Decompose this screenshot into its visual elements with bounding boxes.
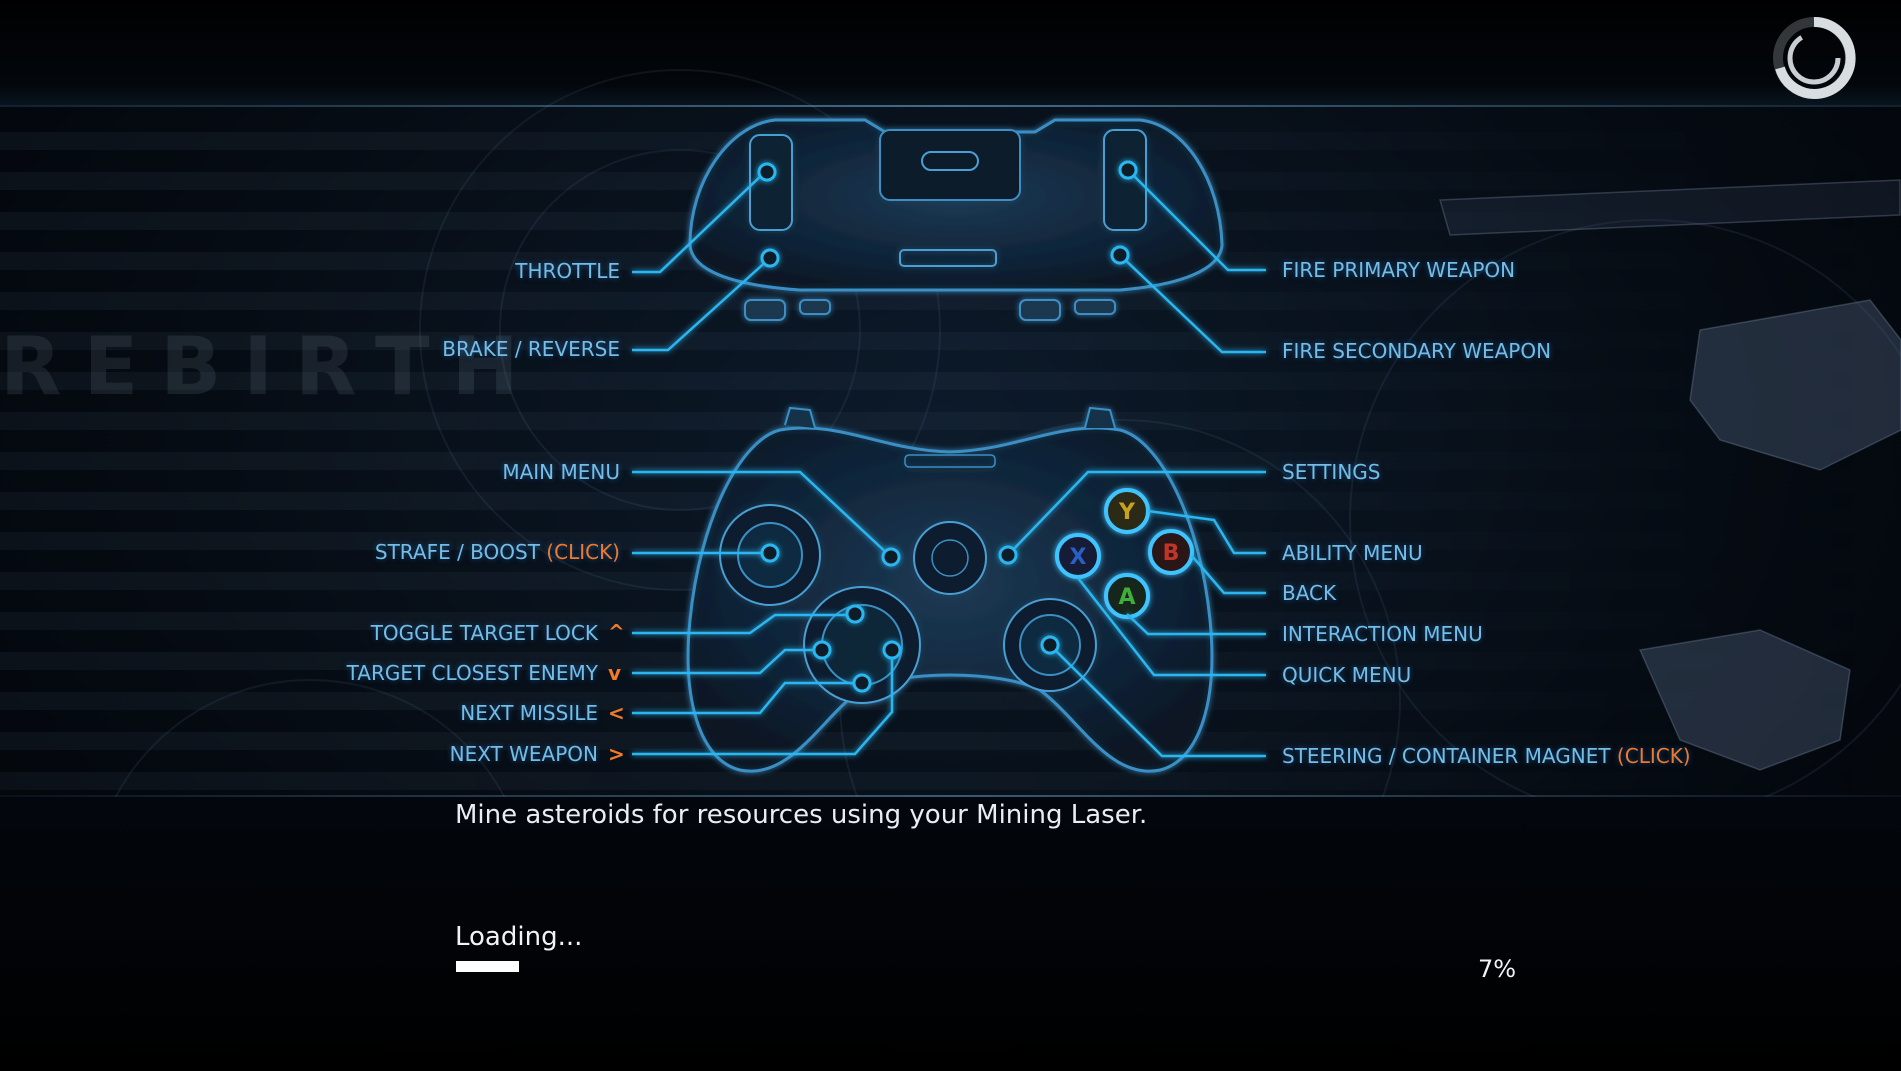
label-steering-container-magnet: STEERING / CONTAINER MAGNET (CLICK) xyxy=(1282,744,1691,768)
loading-progress-fill xyxy=(456,961,519,972)
top-divider xyxy=(0,105,1901,107)
label-next-missile: NEXT MISSILE xyxy=(460,701,598,725)
label-target-closest-enemy: TARGET CLOSEST ENEMY xyxy=(346,661,598,685)
controller-top-view xyxy=(688,118,1224,321)
spaceship-silhouettes xyxy=(1439,179,1901,771)
steering-click: (CLICK) xyxy=(1616,744,1691,768)
dpad-down-icon: v xyxy=(608,661,622,685)
face-buttons: Y B X A xyxy=(1055,488,1194,619)
loading-label: Loading... xyxy=(455,922,583,952)
label-strafe-boost: STRAFE / BOOST (CLICK) xyxy=(375,540,620,564)
label-settings: SETTINGS xyxy=(1282,460,1381,484)
a-button-label: A xyxy=(1118,585,1135,610)
dpad-right-icon: > xyxy=(608,742,625,766)
label-fire-secondary-weapon: FIRE SECONDARY WEAPON xyxy=(1282,339,1552,363)
b-button-label: B xyxy=(1163,541,1180,566)
label-ability-menu: ABILITY MENU xyxy=(1282,541,1423,565)
label-back: BACK xyxy=(1282,581,1337,605)
top-band xyxy=(0,0,1901,107)
loading-progress-bar xyxy=(456,961,1356,972)
strafe-boost-click: (CLICK) xyxy=(546,540,620,564)
callout-markers xyxy=(757,160,1138,693)
loading-percent: 7% xyxy=(1478,955,1517,983)
loading-tip: Mine asteroids for resources using your … xyxy=(455,800,1148,830)
bottom-divider xyxy=(0,795,1901,797)
a-button-icon xyxy=(1104,573,1150,619)
x-button-icon xyxy=(1055,533,1101,579)
label-toggle-target-lock: TOGGLE TARGET LOCK xyxy=(370,621,598,645)
label-throttle: THROTTLE xyxy=(515,259,620,283)
b-button-icon xyxy=(1148,529,1194,575)
label-main-menu: MAIN MENU xyxy=(502,460,620,484)
dpad-left-icon: < xyxy=(608,701,625,725)
background-logo: REBIRTH xyxy=(0,320,541,413)
steering-text: STEERING / CONTAINER MAGNET xyxy=(1282,744,1611,768)
label-interaction-menu: INTERACTION MENU xyxy=(1282,622,1483,646)
label-brake-reverse: BRAKE / REVERSE xyxy=(442,337,620,361)
label-quick-menu: QUICK MENU xyxy=(1282,663,1412,687)
label-fire-primary-weapon: FIRE PRIMARY WEAPON xyxy=(1282,258,1516,282)
callout-lines xyxy=(632,169,1266,758)
bottom-band xyxy=(0,797,1901,1071)
x-button-label: X xyxy=(1070,545,1087,570)
dpad-up-icon: ^ xyxy=(608,620,625,644)
y-button-label: Y xyxy=(1118,500,1136,525)
loading-spinner-icon xyxy=(1773,16,1856,99)
label-next-weapon: NEXT WEAPON xyxy=(449,742,598,766)
strafe-boost-text: STRAFE / BOOST xyxy=(374,540,540,564)
